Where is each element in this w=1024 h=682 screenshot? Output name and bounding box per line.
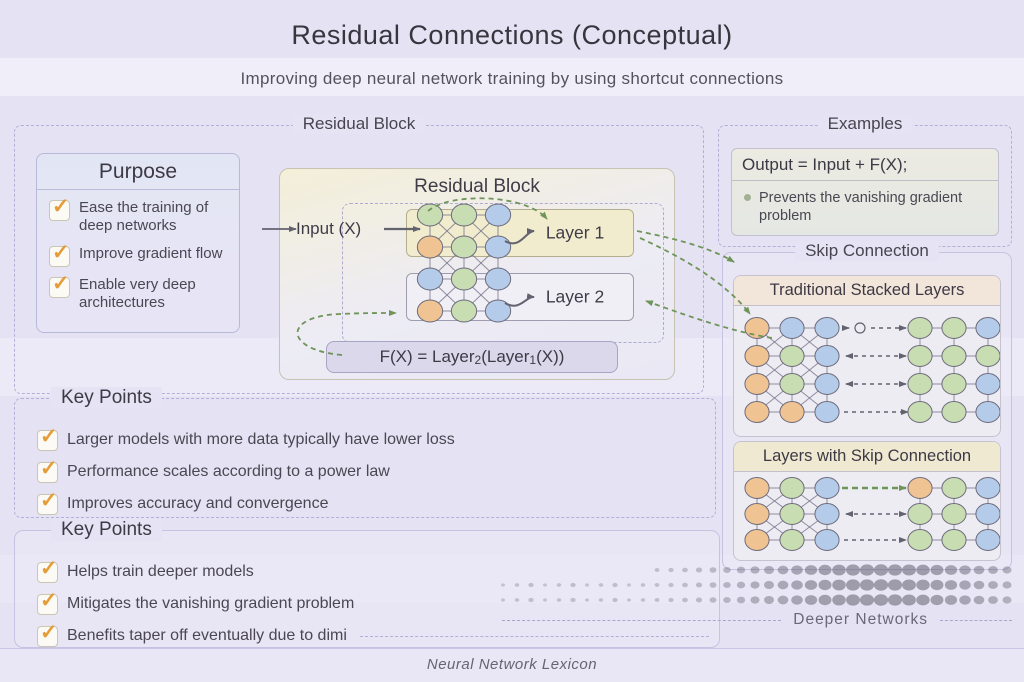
checkbox-checked-icon <box>37 488 58 515</box>
examples-code-card: Output = Input + F(X); Prevents the vani… <box>731 148 999 236</box>
page-title: Residual Connections (Conceptual) <box>291 20 733 50</box>
page-subtitle: Improving deep neural network training b… <box>240 69 784 88</box>
layer2-box: Layer 2 <box>406 273 634 321</box>
key-point-item: Larger models with more data typically h… <box>37 424 705 451</box>
key-point-label: Mitigates the vanishing gradient problem <box>67 595 355 613</box>
formula-sub1: 1 <box>529 353 537 367</box>
key-point-item: Performance scales according to a power … <box>37 456 705 483</box>
residual-block-section: Residual Block Purpose Ease the training… <box>14 114 704 394</box>
purpose-item: Improve gradient flow <box>49 240 229 267</box>
checkbox-checked-icon <box>49 240 70 267</box>
checkbox-checked-icon <box>49 271 70 298</box>
bullet-icon <box>744 194 751 201</box>
dashed-line <box>502 619 782 621</box>
examples-section-label: Examples <box>817 114 913 134</box>
key-points-1-list: Larger models with more data typically h… <box>37 419 705 515</box>
formula-sub2: 2 <box>474 353 482 367</box>
key-point-label: Improves accuracy and convergence <box>67 495 329 513</box>
formula-text: (X)) <box>536 347 565 366</box>
layer1-box: Layer 1 <box>406 209 634 257</box>
examples-bullet-item: Prevents the vanishing gradient problem <box>744 189 988 225</box>
purpose-item-label: Enable very deep architectures <box>79 275 196 311</box>
layer2-label: Layer 2 <box>545 286 605 307</box>
purpose-item-label: Improve gradient flow <box>79 244 223 262</box>
skip-connection-section: Skip Connection Traditional Stacked Laye… <box>722 241 1012 570</box>
footer-text: Neural Network Lexicon <box>426 656 598 673</box>
dashed-line <box>940 619 1012 621</box>
formula-text: F(X) = Layer <box>379 347 475 366</box>
skip-layers-diagram <box>744 477 1000 551</box>
traditional-layers-diagram <box>744 317 1000 423</box>
checkbox-checked-icon <box>37 556 58 583</box>
layers-with-skip-card: Layers with Skip Connection <box>733 441 1001 561</box>
examples-code: Output = Input + F(X); <box>732 149 998 181</box>
checkbox-checked-icon <box>37 456 58 483</box>
layers-with-skip-title: Layers with Skip Connection <box>734 442 1000 472</box>
traditional-stacked-layers-title: Traditional Stacked Layers <box>734 276 1000 306</box>
traditional-stacked-layers-card: Traditional Stacked Layers <box>733 275 1001 437</box>
key-point-label: Benefits taper off eventually due to dim… <box>67 627 347 645</box>
purpose-title: Purpose <box>37 160 239 190</box>
checkbox-checked-icon <box>37 588 58 615</box>
deeper-networks-label: Deeper Networks <box>793 611 928 628</box>
faded-text-dashes <box>359 635 709 637</box>
key-points-2-title: Key Points <box>51 519 162 541</box>
purpose-item-label: Ease the training of deep networks <box>79 199 209 235</box>
checkbox-checked-icon <box>49 194 70 221</box>
key-point-label: Helps train deeper models <box>67 563 254 581</box>
key-point-item: Mitigates the vanishing gradient problem <box>37 588 709 615</box>
key-points-2-list: Helps train deeper models Mitigates the … <box>37 551 709 647</box>
skip-connection-section-label: Skip Connection <box>795 241 939 261</box>
input-x-label: Input (X) <box>296 219 362 238</box>
key-point-label: Larger models with more data typically h… <box>67 431 455 449</box>
key-point-item: Benefits taper off eventually due to dim… <box>37 620 709 647</box>
key-points-1-title: Key Points <box>51 387 162 409</box>
key-point-item: Helps train deeper models <box>37 556 709 583</box>
purpose-item: Enable very deep architectures <box>49 271 229 313</box>
footer-band: Neural Network Lexicon <box>0 648 1024 682</box>
checkbox-checked-icon <box>37 620 58 647</box>
key-point-label: Performance scales according to a power … <box>67 463 390 481</box>
examples-section: Examples Output = Input + F(X); Prevents… <box>718 114 1012 247</box>
key-points-2-section: Key Points Helps train deeper models Mit… <box>14 519 720 648</box>
residual-block-inner-card: Residual Block Layer 1 Layer 2 F(X) = La… <box>279 168 675 380</box>
formula-text: (Layer <box>481 347 530 366</box>
purpose-item: Ease the training of deep networks <box>49 194 229 236</box>
checkbox-checked-icon <box>37 424 58 451</box>
deeper-networks-axis: Deeper Networks <box>502 611 1012 629</box>
key-points-1-section: Key Points Larger models with more data … <box>14 387 716 518</box>
residual-block-section-label: Residual Block <box>292 114 426 134</box>
examples-bullet-label: Prevents the vanishing gradient problem <box>759 190 963 225</box>
residual-block-inner-title: Residual Block <box>414 176 540 197</box>
key-point-item: Improves accuracy and convergence <box>37 488 705 515</box>
purpose-card: Purpose Ease the training of deep networ… <box>36 153 240 333</box>
layer1-label: Layer 1 <box>545 222 605 243</box>
